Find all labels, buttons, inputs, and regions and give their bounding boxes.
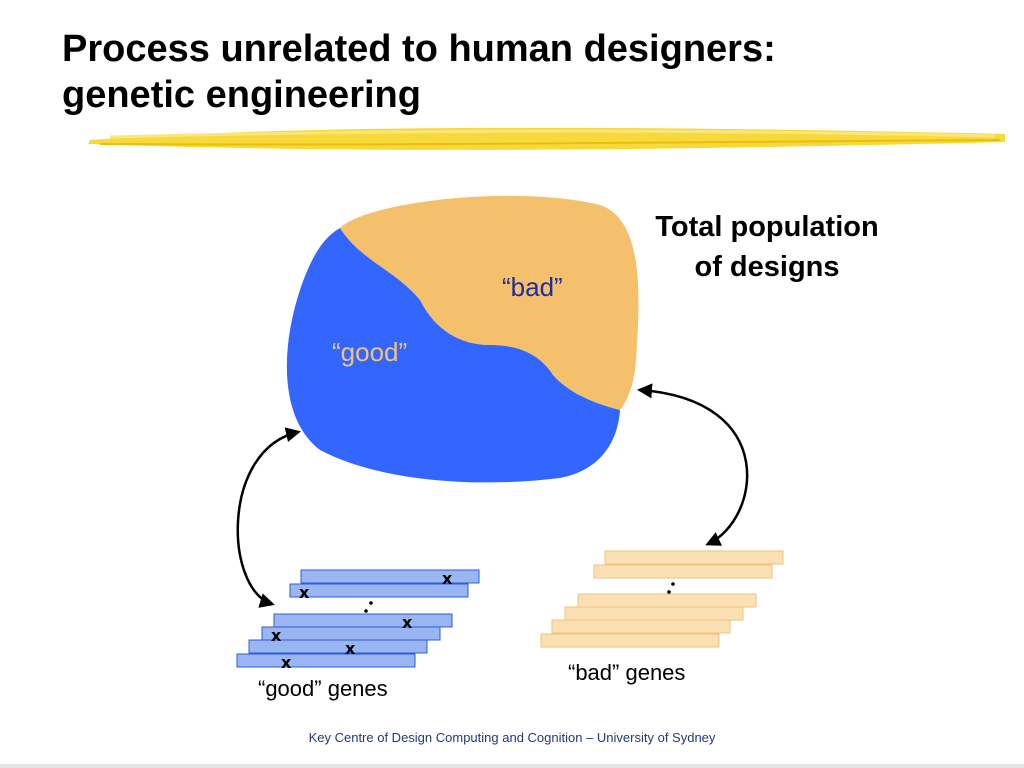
- bad-gene-bar: [593, 564, 773, 579]
- bad-gene-bar: [551, 619, 731, 634]
- good-gene-bar: [248, 639, 428, 654]
- bad-region: [340, 195, 639, 410]
- bad-gene-bar: [564, 606, 744, 621]
- good-region-label: “good”: [332, 337, 408, 367]
- good-gene-bar: [300, 569, 480, 584]
- bad-genes-stack: [540, 550, 784, 648]
- ellipsis-dot: [671, 582, 675, 586]
- ellipsis-dot: [667, 590, 671, 594]
- bad-gene-bar: [604, 550, 784, 565]
- bad-gene-bar: [577, 593, 757, 608]
- slide-title: Process unrelated to human designers: ge…: [62, 26, 776, 118]
- bad-genes-label: “bad” genes: [568, 660, 686, 685]
- gene-marker-x: x: [271, 626, 282, 645]
- population-label-line-2: of designs: [694, 251, 840, 283]
- gene-marker-x: x: [442, 569, 453, 588]
- bottom-divider: [0, 764, 1024, 768]
- bad-region-label: “bad”: [502, 272, 563, 302]
- gene-marker-x: x: [402, 613, 413, 632]
- title-line-2: genetic engineering: [62, 74, 421, 116]
- bad-gene-bar: [540, 633, 720, 648]
- good-gene-bar: [273, 613, 453, 628]
- good-genes-arrow: [236, 427, 301, 608]
- population-label: Total population of designs: [632, 207, 902, 287]
- population-label-line-1: Total population: [655, 211, 879, 243]
- good-gene-bar: [236, 653, 416, 668]
- bad-genes-arrow: [637, 383, 749, 546]
- ellipsis-dot: [369, 601, 373, 605]
- highlighter-stroke: [88, 127, 1005, 150]
- gene-marker-x: x: [281, 653, 292, 672]
- gene-marker-x: x: [345, 639, 356, 658]
- footer-credit: Key Centre of Design Computing and Cogni…: [308, 730, 716, 745]
- good-genes-label: “good” genes: [258, 676, 388, 701]
- gene-marker-x: x: [299, 583, 310, 602]
- ellipsis-dot: [364, 609, 368, 613]
- good-genes-stack: [236, 569, 480, 668]
- title-line-1: Process unrelated to human designers:: [62, 28, 776, 70]
- good-region: [286, 228, 620, 483]
- good-gene-bar: [289, 583, 469, 598]
